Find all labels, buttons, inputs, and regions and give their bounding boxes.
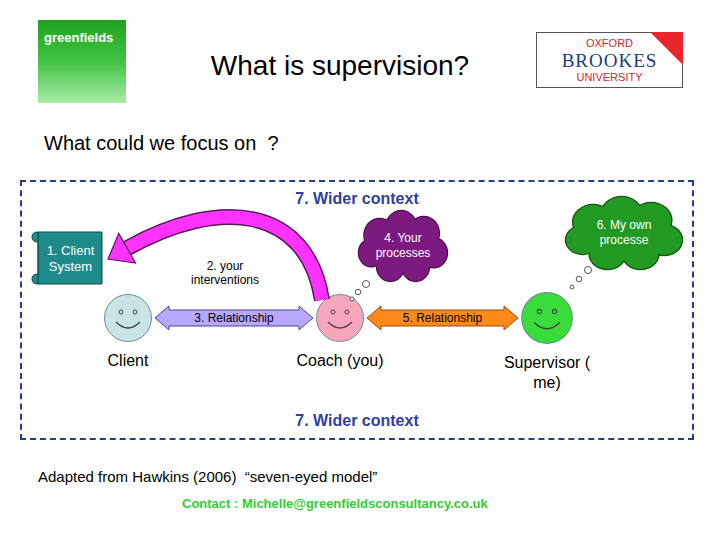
face-eye bbox=[552, 309, 556, 313]
edge-label: 2. your interventions bbox=[177, 259, 273, 287]
text-holder: 1. Client System bbox=[30, 228, 105, 290]
block-arrow bbox=[155, 306, 313, 330]
person-face: Client bbox=[103, 293, 153, 343]
face-eye bbox=[119, 310, 123, 314]
face-eye bbox=[537, 309, 541, 313]
logo-text: OXFORD bbox=[586, 37, 633, 50]
wider-context-frame: 7. Wider context7. Wider context1. Clien… bbox=[20, 180, 694, 440]
node-text: 6. My own processe bbox=[580, 218, 668, 248]
text-holder: 6. My own processe bbox=[565, 198, 683, 268]
university-logo: OXFORDBROOKESUNIVERSITY bbox=[536, 32, 683, 88]
thought-cloud: 6. My own processe bbox=[565, 198, 683, 268]
scroll-curl bbox=[32, 232, 38, 242]
arrow-shaft bbox=[127, 217, 322, 300]
scroll-body bbox=[38, 232, 102, 284]
face-outline bbox=[103, 293, 153, 343]
relationship-arrow bbox=[367, 306, 518, 330]
face-outline bbox=[315, 293, 365, 343]
scroll-curl bbox=[32, 274, 38, 284]
logo-text: greenfields bbox=[44, 30, 113, 45]
person-face: Supervisor ( me) bbox=[520, 291, 574, 345]
cloud-lobe bbox=[566, 226, 599, 254]
logo-text: BROOKES bbox=[562, 50, 658, 71]
face-outline bbox=[520, 291, 574, 345]
edge-label: 5. Relationship bbox=[367, 310, 518, 326]
face-eye bbox=[133, 310, 137, 314]
node-text: 1. Client System bbox=[41, 243, 101, 275]
face-smile bbox=[328, 322, 352, 328]
person-name: Client bbox=[73, 351, 183, 371]
curved-arrow bbox=[108, 217, 322, 300]
person-face: Coach (you) bbox=[315, 293, 365, 343]
logo-text: UNIVERSITY bbox=[576, 71, 642, 84]
edge-label: 3. Relationship bbox=[155, 310, 313, 326]
arrow-shaft-outline bbox=[127, 217, 322, 300]
relationship-arrow bbox=[155, 306, 313, 330]
node-text: 4. Your processes bbox=[373, 231, 433, 261]
face-smile bbox=[116, 322, 140, 328]
face-smile bbox=[534, 322, 560, 328]
face-circle bbox=[105, 295, 152, 342]
scroll-curl bbox=[38, 232, 39, 284]
person-name: Supervisor ( me) bbox=[490, 353, 604, 393]
subtitle: What could we focus on ? bbox=[44, 132, 279, 155]
company-logo: greenfields bbox=[38, 20, 126, 103]
contact-note: Contact : Michelle@greenfieldsconsultanc… bbox=[182, 496, 488, 511]
face-circle bbox=[317, 295, 364, 342]
arrow-head bbox=[108, 233, 136, 263]
face-circle bbox=[522, 293, 573, 344]
slide-title: What is supervision? bbox=[140, 50, 540, 82]
face-eye bbox=[331, 310, 335, 314]
source-note: Adapted from Hawkins (2006) “seven-eyed … bbox=[38, 468, 377, 485]
text-holder: 4. Your processes bbox=[358, 212, 448, 280]
block-arrow bbox=[367, 306, 518, 330]
client-system-scroll: 1. Client System bbox=[30, 228, 105, 290]
thought-cloud: 4. Your processes bbox=[358, 212, 448, 280]
person-name: Coach (you) bbox=[285, 351, 395, 371]
face-eye bbox=[345, 310, 349, 314]
frame-heading: 7. Wider context bbox=[22, 412, 692, 430]
